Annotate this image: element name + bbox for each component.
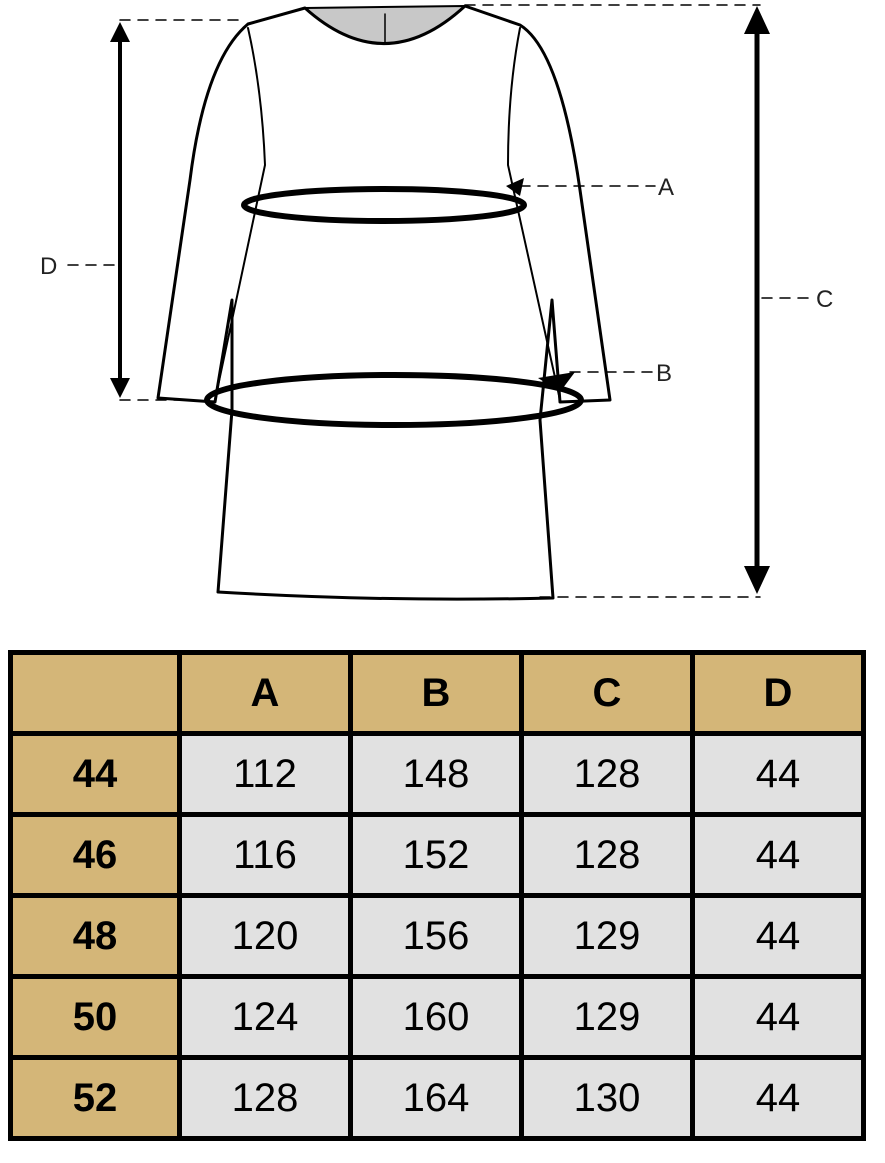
value-cell: 44 (690, 731, 866, 817)
value-cell: 44 (690, 1055, 866, 1141)
label-a: A (658, 174, 674, 201)
header-cell-a: A (177, 650, 353, 736)
table-header-row: A B C D (8, 650, 866, 736)
value-cell: 128 (519, 731, 695, 817)
table-row: 52 128 164 130 44 (8, 1055, 866, 1141)
size-cell: 50 (8, 974, 182, 1060)
value-cell: 112 (177, 731, 353, 817)
size-cell: 48 (8, 893, 182, 979)
value-cell: 116 (177, 812, 353, 898)
value-cell: 128 (177, 1055, 353, 1141)
header-cell-d: D (690, 650, 866, 736)
size-table: A B C D 44 112 148 128 44 46 116 152 128… (8, 650, 866, 1141)
value-cell: 44 (690, 974, 866, 1060)
dress-measurement-diagram: A B C D (40, 4, 833, 601)
value-cell: 44 (690, 893, 866, 979)
measure-loop-b (204, 372, 584, 428)
value-cell: 160 (348, 974, 524, 1060)
dress-outline (156, 4, 612, 601)
value-cell: 156 (348, 893, 524, 979)
measure-loop-a (241, 186, 527, 224)
value-cell: 120 (177, 893, 353, 979)
value-cell: 152 (348, 812, 524, 898)
size-cell: 52 (8, 1055, 182, 1141)
table-row: 44 112 148 128 44 (8, 731, 866, 817)
label-d: D (40, 253, 57, 280)
value-cell: 129 (519, 893, 695, 979)
label-b: B (656, 360, 672, 387)
table-row: 46 116 152 128 44 (8, 812, 866, 898)
value-cell: 130 (519, 1055, 695, 1141)
value-cell: 129 (519, 974, 695, 1060)
value-cell: 164 (348, 1055, 524, 1141)
header-cell-b: B (348, 650, 524, 736)
header-cell-c: C (519, 650, 695, 736)
value-cell: 44 (690, 812, 866, 898)
size-cell: 44 (8, 731, 182, 817)
size-cell: 46 (8, 812, 182, 898)
header-cell-empty (8, 650, 182, 736)
value-cell: 128 (519, 812, 695, 898)
table-row: 50 124 160 129 44 (8, 974, 866, 1060)
label-c: C (816, 286, 833, 313)
value-cell: 124 (177, 974, 353, 1060)
table-row: 48 120 156 129 44 (8, 893, 866, 979)
value-cell: 148 (348, 731, 524, 817)
